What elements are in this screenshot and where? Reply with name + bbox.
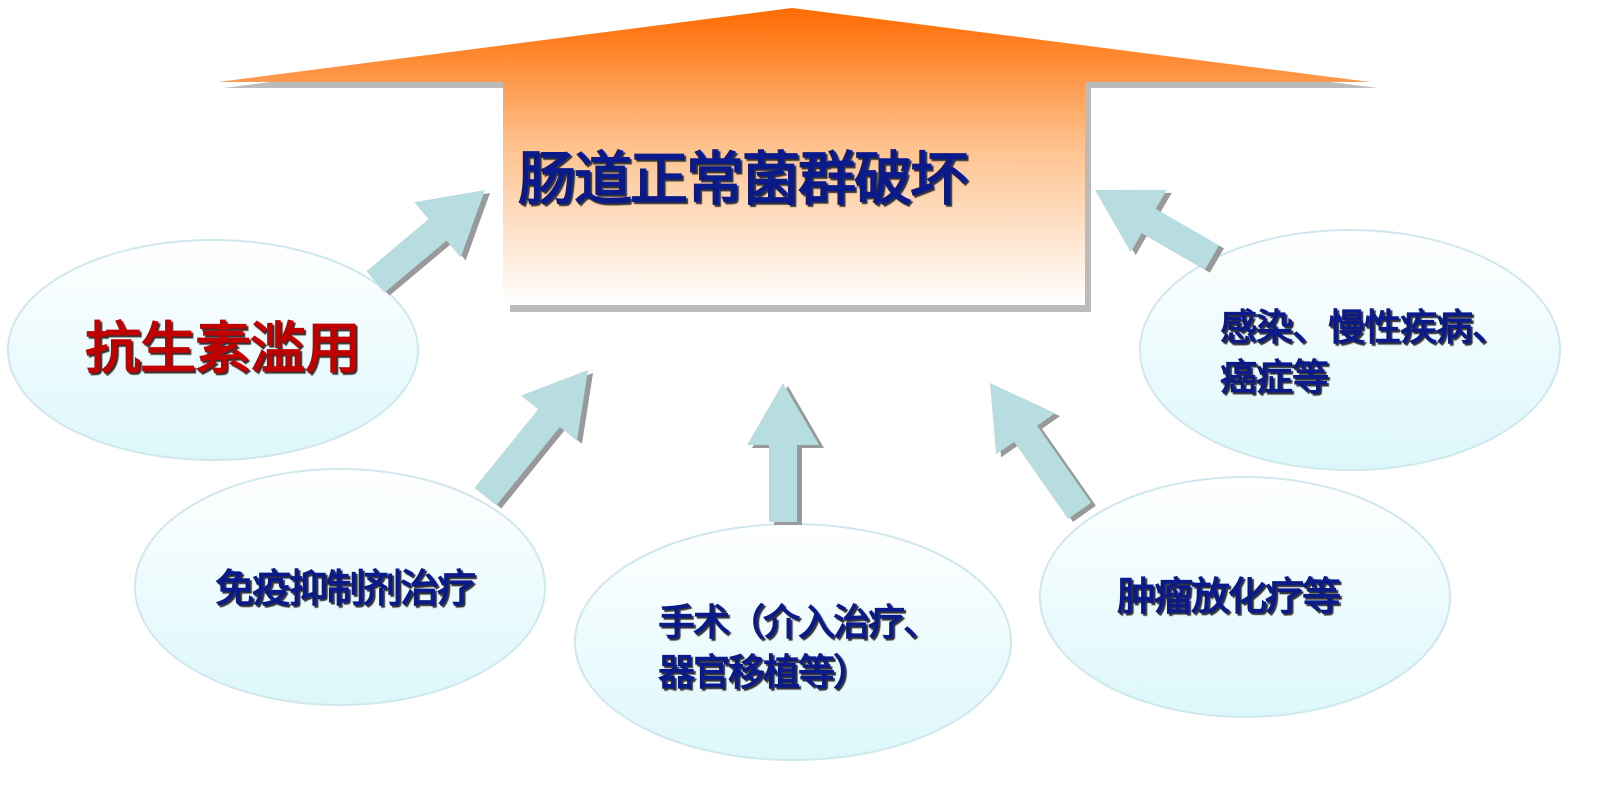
cause-bubble-infection xyxy=(1139,229,1561,471)
cause-infection: 感染、慢性疾病、 癌症等 xyxy=(1220,303,1509,403)
cause-immunosuppressant: 免疫抑制剂治疗 xyxy=(215,567,476,612)
cause-arrow-5 xyxy=(1095,189,1219,270)
cause-arrow-2 xyxy=(474,370,588,506)
cause-antibiotics: 抗生素滥用 xyxy=(85,317,361,382)
main-title: 肠道正常菌群破坏 xyxy=(518,145,968,213)
cause-surgery-line1: 手术（介入治疗、 xyxy=(658,601,940,644)
cause-bubble-immunosuppressant xyxy=(134,468,546,706)
cause-bubble-antibiotics xyxy=(7,239,419,461)
main-arrow xyxy=(218,8,1370,305)
cause-arrow-4 xyxy=(990,383,1091,519)
cause-surgery-line2: 器官移植等） xyxy=(658,650,870,694)
cause-surgery: 手术（介入治疗、 器官移植等） xyxy=(658,598,940,698)
cause-arrow-3 xyxy=(747,383,819,522)
cause-infection-line1: 感染、慢性疾病、 xyxy=(1220,306,1509,349)
cause-tumor: 肿瘤放化疗等 xyxy=(1117,575,1341,620)
cause-arrow-1 xyxy=(366,190,485,293)
cause-infection-line2: 癌症等 xyxy=(1220,355,1329,399)
cause-bubble-tumor xyxy=(1039,476,1451,718)
